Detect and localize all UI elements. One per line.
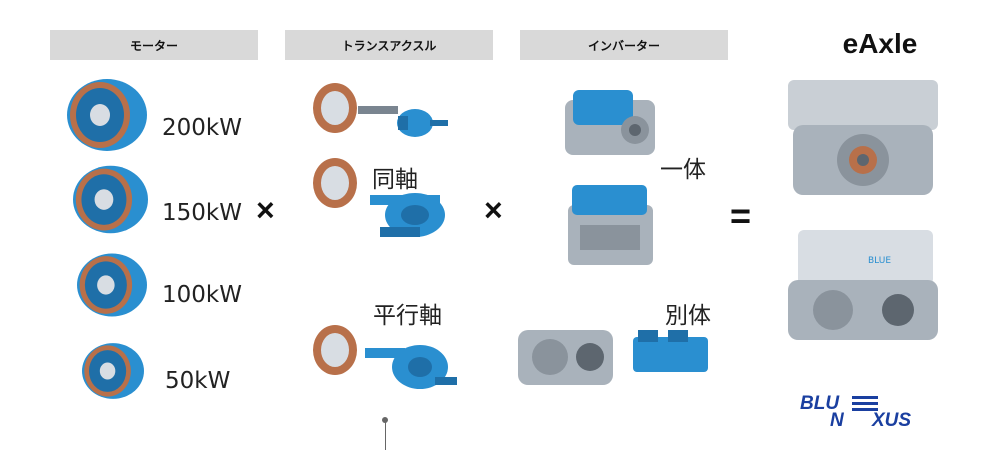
parallel-axis-label: 平行軸 xyxy=(373,303,442,329)
multiply-operator: × xyxy=(484,192,503,228)
inverter-separate-motor-image xyxy=(518,330,613,385)
motor-output-label: 200kW xyxy=(162,115,242,141)
motor-output-label: 100kW xyxy=(162,282,242,308)
logo-bars-icon xyxy=(852,393,878,411)
eaxle-image-top xyxy=(788,80,938,195)
transaxle-coaxial-image xyxy=(313,158,445,237)
transaxle-header: トランスアクスル xyxy=(285,30,493,60)
motor-output-label: 50kW xyxy=(165,368,231,394)
integrated-label: 一体 xyxy=(660,157,706,183)
multiply-operator: × xyxy=(256,192,275,228)
transaxle-parallel-image xyxy=(313,325,457,389)
blue-nexus-logo: BLU N XUS xyxy=(800,393,912,431)
motor-image-100kw xyxy=(77,253,147,317)
equals-operator: = xyxy=(730,195,752,236)
motor-image-200kw xyxy=(67,79,147,151)
coaxial-label: 同軸 xyxy=(372,167,418,193)
transaxle-image-top xyxy=(313,83,448,137)
motor-output-label: 150kW xyxy=(162,200,242,226)
inverter-separate-unit-image xyxy=(633,330,708,372)
svg-text:BLUE: BLUE xyxy=(868,256,891,266)
motor-image-150kw xyxy=(73,165,148,234)
eaxle-title: eAxle xyxy=(842,28,918,59)
eaxle-image-bottom: BLUE xyxy=(788,230,938,340)
motor-header: モーター xyxy=(50,30,258,60)
connector-line-vertical xyxy=(385,420,386,450)
separate-label: 別体 xyxy=(665,303,711,329)
inverter-integrated-image-2 xyxy=(568,185,653,265)
inverter-integrated-image-1 xyxy=(565,90,655,155)
motor-image-50kw xyxy=(82,343,144,399)
inverter-header: インバーター xyxy=(520,30,728,60)
